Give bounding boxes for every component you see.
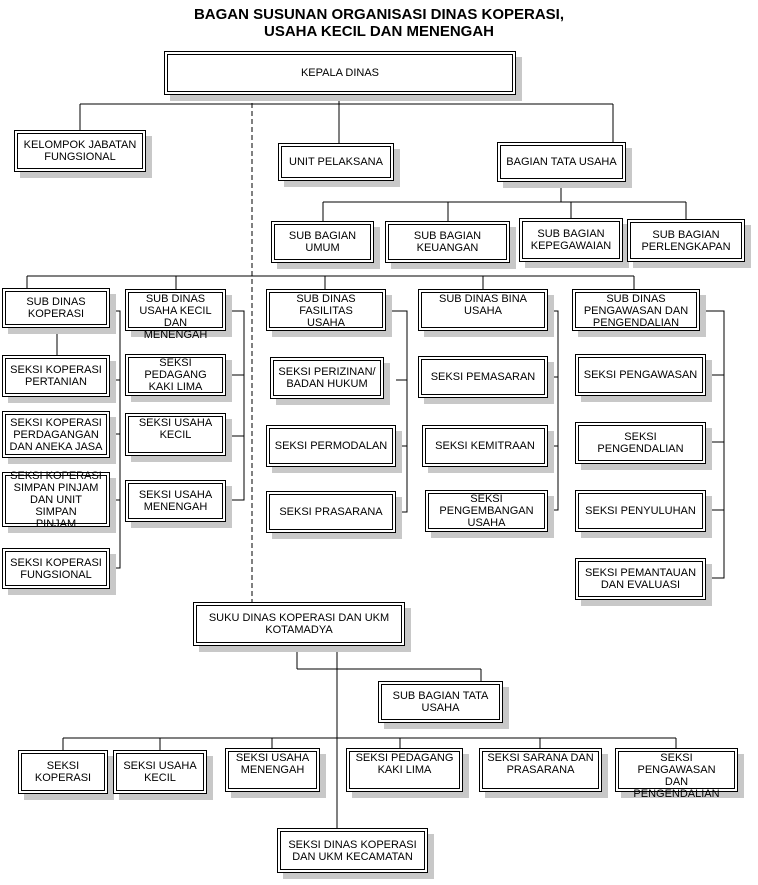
- chart-title-line-2: USAHA KECIL DAN MENENGAH: [263, 23, 494, 40]
- seksi-koperasi-fungsional-label: SEKSI KOPERASI FUNGSIONAL: [10, 556, 102, 581]
- sub-dinas-fasilitas-usaha-box: SUB DINAS FASILITAS USAHA: [266, 289, 386, 331]
- unit-pelaksana-box: UNIT PELAKSANA: [278, 143, 394, 181]
- seksi-koperasi-pertanian-box: SEKSI KOPERASI PERTANIAN: [2, 355, 110, 397]
- suku-seksi-pengawasan-box: SEKSI PENGAWASAN DAN PENGENDALIAN: [615, 748, 738, 800]
- seksi-koperasi-pertanian-label: SEKSI KOPERASI PERTANIAN: [10, 364, 102, 388]
- seksi-permodalan-box: SEKSI PERMODALAN: [266, 425, 396, 467]
- kelompok-jabatan-fungsional-box: KELOMPOK JABATAN FUNGSIONAL: [14, 130, 146, 172]
- suku-seksi-koperasi-box: SEKSI KOPERASI: [18, 750, 108, 794]
- sub-bagian-umum-label: SUB BAGIAN UMUM: [288, 230, 357, 254]
- sub-dinas-pengawasan-box: SUB DINAS PENGAWASAN DAN PENGENDALIAN: [572, 289, 700, 331]
- suku-seksi-pengawasan-label: SEKSI PENGAWASAN DAN PENGENDALIAN: [633, 752, 720, 800]
- seksi-pemasaran-label: SEKSI PEMASARAN: [430, 371, 536, 383]
- seksi-prasarana-label: SEKSI PRASARANA: [279, 506, 383, 518]
- seksi-pedagang-kaki-lima-box: SEKSI PEDAGANG KAKI LIMA: [125, 354, 226, 396]
- seksi-pedagang-kaki-lima-label: SEKSI PEDAGANG KAKI LIMA: [144, 357, 207, 393]
- suku-dinas-box: SUKU DINAS KOPERASI DAN UKM KOTAMADYA: [193, 602, 405, 646]
- unit-pelaksana-label: UNIT PELAKSANA: [289, 156, 383, 168]
- seksi-kemitraan-box: SEKSI KEMITRAAN: [422, 425, 548, 467]
- suku-sub-bagian-tata-usaha-label: SUB BAGIAN TATA USAHA: [392, 690, 489, 714]
- sub-dinas-pengawasan-label: SUB DINAS PENGAWASAN DAN PENGENDALIAN: [583, 293, 689, 329]
- suku-seksi-sarana-prasarana-box: SEKSI SARANA DAN PRASARANA: [479, 748, 602, 792]
- sub-dinas-ukm-label: SUB DINAS USAHA KECIL DAN MENENGAH: [139, 293, 212, 341]
- sub-bagian-keuangan-box: SUB BAGIAN KEUANGAN: [385, 221, 510, 263]
- sub-dinas-bina-usaha-label: SUB DINAS BINA USAHA: [438, 293, 528, 317]
- seksi-kecamatan-label: SEKSI DINAS KOPERASI DAN UKM KECAMATAN: [288, 838, 417, 863]
- sub-dinas-koperasi-label: SUB DINAS KOPERASI: [26, 296, 86, 320]
- seksi-prasarana-box: SEKSI PRASARANA: [266, 491, 396, 533]
- kepala-dinas-label: KEPALA DINAS: [300, 67, 380, 79]
- seksi-perizinan-label: SEKSI PERIZINAN/ BADAN HUKUM: [278, 366, 376, 390]
- suku-dinas-label: SUKU DINAS KOPERASI DAN UKM KOTAMADYA: [208, 612, 390, 636]
- sub-bagian-perlengkapan-label: SUB BAGIAN PERLENGKAPAN: [641, 228, 731, 253]
- seksi-usaha-kecil-box: SEKSI USAHA KECIL: [125, 413, 226, 456]
- seksi-pemantauan-evaluasi-box: SEKSI PEMANTAUAN DAN EVALUASI: [575, 558, 706, 600]
- sub-bagian-perlengkapan-box: SUB BAGIAN PERLENGKAPAN: [627, 219, 745, 262]
- seksi-pengawasan-label: SEKSI PENGAWASAN: [583, 369, 698, 381]
- sub-dinas-bina-usaha-box: SUB DINAS BINA USAHA: [418, 289, 548, 331]
- suku-seksi-usaha-kecil-label: SEKSI USAHA KECIL: [123, 760, 197, 784]
- seksi-permodalan-label: SEKSI PERMODALAN: [274, 440, 388, 452]
- sub-bagian-kepegawaian-label: SUB BAGIAN KEPEGAWAIAN: [530, 228, 612, 252]
- seksi-usaha-kecil-label: SEKSI USAHA KECIL: [138, 417, 213, 441]
- seksi-kecamatan-box: SEKSI DINAS KOPERASI DAN UKM KECAMATAN: [277, 828, 428, 873]
- seksi-kemitraan-label: SEKSI KEMITRAAN: [435, 440, 535, 452]
- seksi-penyuluhan-label: SEKSI PENYULUHAN: [585, 505, 696, 517]
- sub-bagian-umum-box: SUB BAGIAN UMUM: [271, 221, 374, 263]
- seksi-pengawasan-box: SEKSI PENGAWASAN: [575, 354, 706, 396]
- suku-seksi-pedagang-box: SEKSI PEDAGANG KAKI LIMA: [346, 748, 463, 792]
- suku-seksi-sarana-prasarana-label: SEKSI SARANA DAN PRASARANA: [487, 752, 594, 776]
- seksi-koperasi-simpan-pinjam-box: SEKSI KOPERASI SIMPAN PINJAM DAN UNIT SI…: [2, 469, 110, 530]
- kelompok-jabatan-fungsional-label: KELOMPOK JABATAN FUNGSIONAL: [23, 139, 137, 163]
- sub-bagian-kepegawaian-box: SUB BAGIAN KEPEGAWAIAN: [519, 218, 623, 262]
- seksi-perizinan-box: SEKSI PERIZINAN/ BADAN HUKUM: [270, 357, 384, 399]
- sub-bagian-keuangan-label: SUB BAGIAN KEUANGAN: [413, 230, 482, 254]
- seksi-pemasaran-box: SEKSI PEMASARAN: [418, 356, 548, 398]
- bagian-tata-usaha-label: BAGIAN TATA USAHA: [506, 156, 617, 168]
- seksi-pengembangan-usaha-label: SEKSI PENGEMBANGAN USAHA: [439, 493, 534, 529]
- chart-title-line-1: BAGAN SUSUNAN ORGANISASI DINAS KOPERASI,: [193, 6, 565, 23]
- kepala-dinas-box: KEPALA DINAS: [164, 51, 516, 95]
- seksi-koperasi-simpan-pinjam-label: SEKSI KOPERASI SIMPAN PINJAM DAN UNIT SI…: [10, 469, 102, 530]
- seksi-pemantauan-evaluasi-label: SEKSI PEMANTAUAN DAN EVALUASI: [584, 567, 697, 591]
- seksi-koperasi-perdagangan-label: SEKSI KOPERASI PERDAGANGAN DAN ANEKA JAS…: [9, 416, 103, 453]
- seksi-pengembangan-usaha-box: SEKSI PENGEMBANGAN USAHA: [425, 490, 548, 532]
- sub-dinas-ukm-box: SUB DINAS USAHA KECIL DAN MENENGAH: [125, 289, 226, 341]
- seksi-pengendalian-box: SEKSI PENGENDALIAN: [575, 422, 706, 464]
- sub-dinas-fasilitas-usaha-label: SUB DINAS FASILITAS USAHA: [296, 293, 356, 329]
- seksi-koperasi-fungsional-box: SEKSI KOPERASI FUNGSIONAL: [2, 548, 110, 589]
- suku-seksi-pedagang-label: SEKSI PEDAGANG KAKI LIMA: [355, 752, 454, 776]
- suku-sub-bagian-tata-usaha-box: SUB BAGIAN TATA USAHA: [378, 681, 503, 723]
- suku-seksi-usaha-kecil-box: SEKSI USAHA KECIL: [113, 750, 207, 794]
- seksi-usaha-menengah-label: SEKSI USAHA MENENGAH: [138, 489, 213, 513]
- seksi-usaha-menengah-box: SEKSI USAHA MENENGAH: [125, 480, 226, 522]
- seksi-pengendalian-label: SEKSI PENGENDALIAN: [597, 431, 684, 455]
- suku-seksi-usaha-menengah-box: SEKSI USAHA MENENGAH: [225, 748, 320, 792]
- suku-seksi-koperasi-label: SEKSI KOPERASI: [34, 760, 92, 784]
- bagian-tata-usaha-box: BAGIAN TATA USAHA: [497, 142, 626, 182]
- sub-dinas-koperasi-box: SUB DINAS KOPERASI: [2, 288, 110, 328]
- seksi-koperasi-perdagangan-box: SEKSI KOPERASI PERDAGANGAN DAN ANEKA JAS…: [2, 411, 110, 458]
- suku-seksi-usaha-menengah-label: SEKSI USAHA MENENGAH: [235, 752, 310, 776]
- seksi-penyuluhan-box: SEKSI PENYULUHAN: [575, 490, 706, 532]
